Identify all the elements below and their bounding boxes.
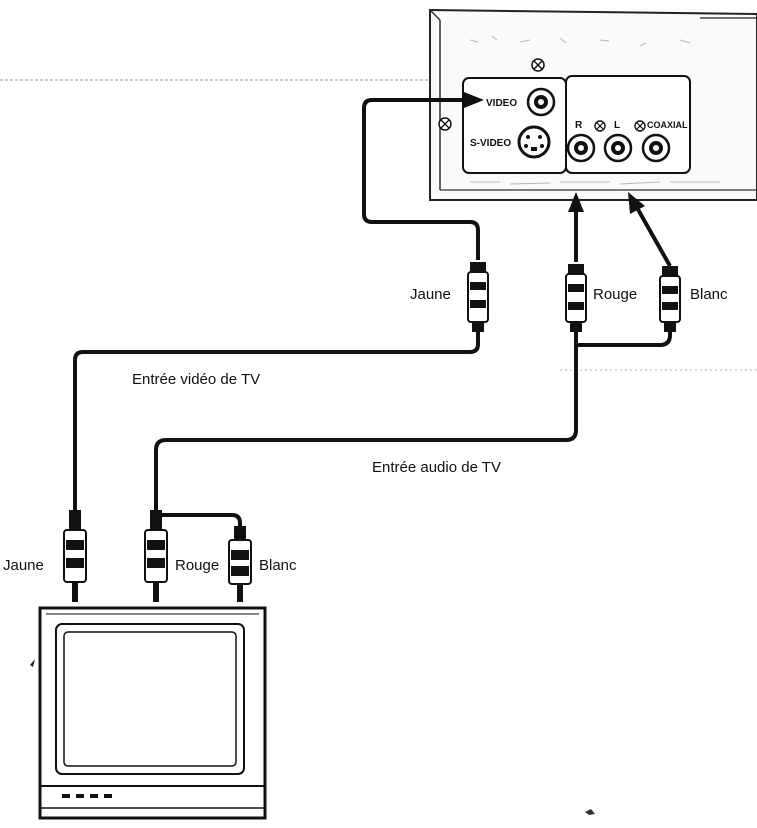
dvd-player-rear: VIDEO S-VIDEO R L COAXIAL (429, 8, 757, 201)
screw-icon (438, 117, 452, 131)
yellow-plug-tv (63, 510, 87, 602)
white-plug-player (659, 266, 681, 332)
audio-white-cable-upper (634, 205, 672, 267)
screw-icon (531, 58, 545, 72)
player-white-label: Blanc (690, 286, 728, 303)
video-jack-label: VIDEO (486, 98, 517, 109)
player-red-label: Rouge (593, 286, 637, 303)
speck-mark (30, 659, 35, 667)
audio-red-cable (154, 330, 578, 510)
red-plug-player (565, 264, 587, 332)
left-jack-label: L (614, 120, 620, 131)
casing-texture (469, 35, 720, 185)
audio-white-arrow-icon (628, 192, 645, 214)
svideo-jack-label: S-VIDEO (470, 138, 511, 149)
right-jack-label: R (575, 120, 583, 131)
television (38, 606, 267, 820)
red-plug-tv (144, 510, 168, 602)
yellow-plug-player (467, 262, 489, 332)
audio-input-caption: Entrée audio de TV (372, 459, 501, 476)
video-input-caption: Entrée vidéo de TV (132, 371, 260, 388)
coaxial-jack-label: COAXIAL (647, 120, 688, 130)
screw-icon (594, 120, 606, 132)
audio-right-jack (566, 133, 596, 163)
tv-red-label: Rouge (175, 557, 219, 574)
video-arrow-icon (464, 92, 484, 108)
audio-white-tv-branch (156, 513, 242, 530)
white-plug-tv (228, 526, 252, 602)
screw-icon (634, 120, 646, 132)
player-yellow-label: Jaune (410, 286, 451, 303)
audio-red-arrow-icon (568, 192, 584, 212)
speck-mark (585, 809, 595, 815)
audio-left-jack (603, 133, 633, 163)
svideo-jack (517, 125, 551, 159)
video-jack (526, 87, 556, 117)
coaxial-jack (641, 133, 671, 163)
video-cable-upper (362, 98, 480, 260)
tv-yellow-label: Jaune (3, 557, 44, 574)
audio-white-player-branch (576, 330, 672, 347)
tv-control-buttons (62, 794, 112, 798)
tv-white-label: Blanc (259, 557, 297, 574)
video-cable (73, 330, 480, 510)
